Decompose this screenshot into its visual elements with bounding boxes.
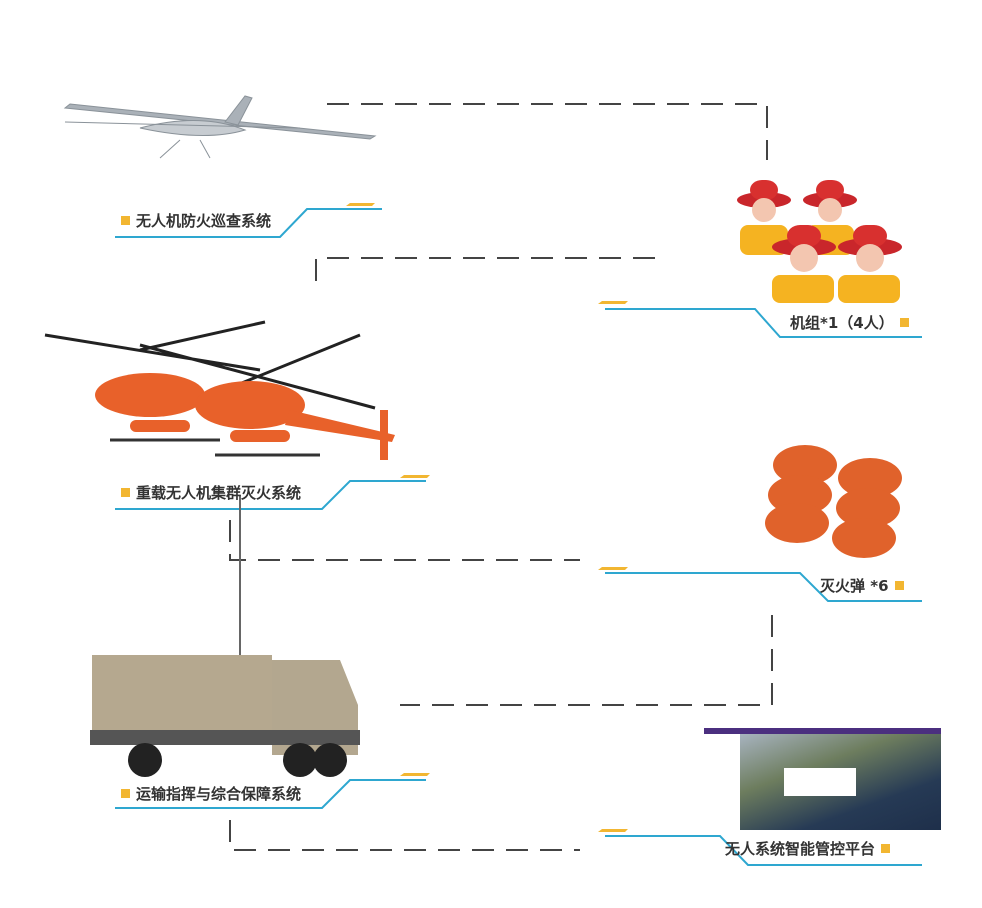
label-patrol: 无人机防火巡查系统 bbox=[115, 210, 271, 231]
underline-bombs bbox=[605, 572, 922, 602]
label-heavy: 重载无人机集群灭火系统 bbox=[115, 482, 301, 503]
control-platform-screenshot bbox=[704, 728, 941, 830]
patrol-drone-image bbox=[63, 95, 377, 159]
label-bombs: 灭火弹 *6 bbox=[820, 575, 910, 596]
connector-crew-heavy bbox=[315, 257, 655, 285]
truck-image bbox=[90, 495, 360, 777]
marker-icon bbox=[121, 216, 130, 225]
marker-icon bbox=[121, 789, 130, 798]
label-text: 灭火弹 *6 bbox=[820, 577, 889, 595]
firefighters-image bbox=[737, 180, 902, 303]
label-text: 重载无人机集群灭火系统 bbox=[136, 484, 302, 502]
label-text: 无人机防火巡查系统 bbox=[136, 212, 272, 230]
marker-icon bbox=[894, 581, 904, 590]
marker-icon bbox=[121, 488, 130, 497]
label-transport: 运输指挥与综合保障系统 bbox=[115, 783, 301, 804]
label-text: 机组*1（4人） bbox=[790, 314, 894, 332]
label-crew: 机组*1（4人） bbox=[790, 312, 915, 333]
connector-patrol-crew bbox=[327, 103, 768, 160]
label-platform: 无人系统智能管控平台 bbox=[725, 838, 896, 859]
underline-transport bbox=[115, 779, 426, 809]
connector-transport-platform bbox=[229, 820, 580, 851]
marker-icon bbox=[881, 844, 891, 853]
label-text: 无人系统智能管控平台 bbox=[725, 840, 876, 858]
underline-platform bbox=[605, 835, 922, 866]
helicopters-image bbox=[44, 320, 395, 460]
underline-crew bbox=[605, 308, 922, 338]
underline-patrol bbox=[115, 208, 382, 238]
label-text: 运输指挥与综合保障系统 bbox=[136, 785, 302, 803]
connector-heavy-bombs bbox=[229, 520, 580, 561]
bombs-image bbox=[765, 445, 902, 558]
underline-heavy bbox=[115, 480, 426, 510]
marker-icon bbox=[899, 318, 909, 327]
connector-bombs-transport bbox=[400, 615, 773, 706]
